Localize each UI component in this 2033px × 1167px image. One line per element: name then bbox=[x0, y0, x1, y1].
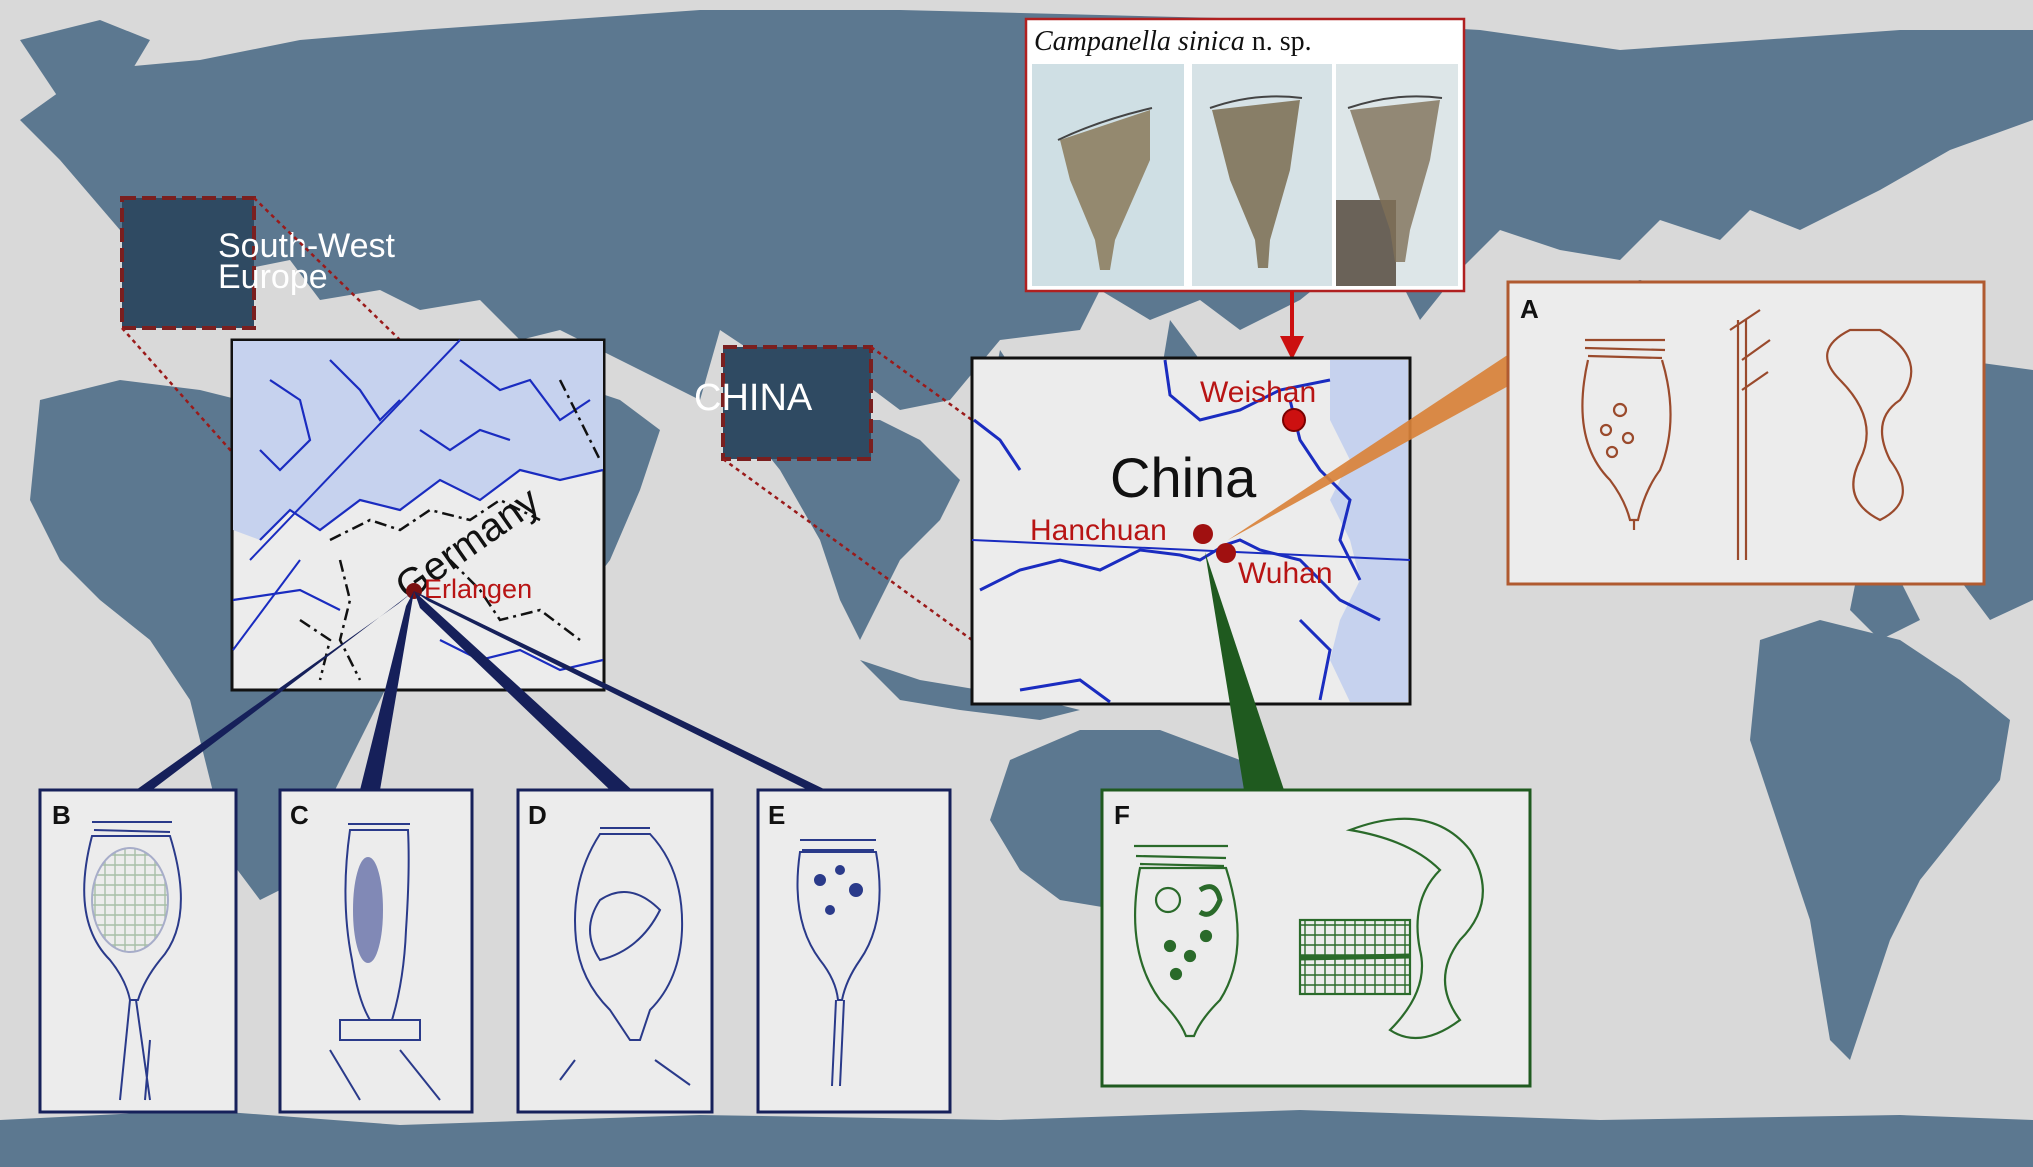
panel-b-drawing bbox=[83, 821, 182, 1101]
panel-a-label: A bbox=[1520, 294, 1539, 324]
china-box bbox=[723, 347, 871, 459]
china-gridline bbox=[971, 539, 1411, 561]
panel-a-drawing bbox=[1581, 309, 1913, 560]
sw-europe-box-border bbox=[120, 196, 256, 330]
panel-c: C bbox=[278, 788, 474, 1114]
hanchuan-label: Hanchuan bbox=[1030, 514, 1167, 547]
pointer-c bbox=[360, 591, 414, 790]
panel-f-drawing bbox=[1134, 817, 1484, 1040]
europe-inset: Germany Erlangen bbox=[230, 338, 606, 692]
panel-b-label: B bbox=[52, 800, 71, 830]
china-country-label: China bbox=[1110, 446, 1257, 509]
china-box-label: CHINA bbox=[694, 377, 813, 419]
connector-europe-bottom bbox=[121, 327, 233, 453]
panel-d-label: D bbox=[528, 800, 547, 830]
photo-caption: Campanella sinica n. sp. bbox=[1034, 26, 1312, 57]
china-inset: China Weishan Hanchuan Wuhan bbox=[970, 356, 1412, 706]
panel-b: B bbox=[38, 788, 238, 1114]
china-box-border bbox=[721, 345, 873, 461]
panel-c-frame bbox=[278, 788, 474, 1114]
europe-gridlines bbox=[232, 339, 461, 651]
china-rivers bbox=[973, 359, 1381, 704]
panel-f: F bbox=[1100, 788, 1532, 1088]
panel-a: A bbox=[1506, 280, 1986, 586]
europe-pointers bbox=[136, 591, 826, 790]
europe-borders bbox=[299, 379, 602, 681]
wuhan-marker bbox=[1216, 543, 1236, 563]
wuhan-label: Wuhan bbox=[1238, 557, 1333, 590]
photo-2 bbox=[1192, 64, 1332, 286]
photo-panel: Campanella sinica n. sp. bbox=[1024, 17, 1466, 293]
connector-europe-top bbox=[253, 197, 401, 341]
panel-e-label: E bbox=[768, 800, 785, 830]
panel-c-drawing bbox=[329, 823, 441, 1101]
panel-d-drawing bbox=[559, 827, 691, 1086]
panel-b-frame bbox=[38, 788, 238, 1114]
hanchuan-marker bbox=[1193, 524, 1213, 544]
weishan-marker bbox=[1282, 408, 1306, 432]
weishan-label: Weishan bbox=[1200, 376, 1316, 409]
pointer-f bbox=[1205, 552, 1284, 790]
sw-europe-label-line2: Europe bbox=[218, 258, 328, 296]
sw-europe-box bbox=[122, 198, 254, 328]
panel-d: D bbox=[516, 788, 714, 1114]
panel-e: E bbox=[756, 788, 952, 1114]
photo-1 bbox=[1032, 64, 1184, 286]
connector-china-bottom bbox=[722, 457, 973, 642]
europe-sea bbox=[233, 341, 603, 540]
panel-c-label: C bbox=[290, 800, 309, 830]
photo-3 bbox=[1336, 64, 1458, 286]
panel-f-label: F bbox=[1114, 800, 1130, 830]
panel-e-drawing bbox=[796, 839, 881, 1087]
panel-e-frame bbox=[756, 788, 952, 1114]
erlangen-label: Erlangen bbox=[424, 574, 532, 604]
panel-d-frame bbox=[516, 788, 714, 1114]
europe-coastlines bbox=[232, 359, 604, 672]
pointer-e bbox=[414, 591, 826, 790]
arrow-down-icon bbox=[1280, 291, 1304, 360]
sw-europe-label-line1: South-West bbox=[218, 227, 396, 265]
pointer-a bbox=[1228, 352, 1512, 540]
pointer-d bbox=[414, 591, 632, 790]
